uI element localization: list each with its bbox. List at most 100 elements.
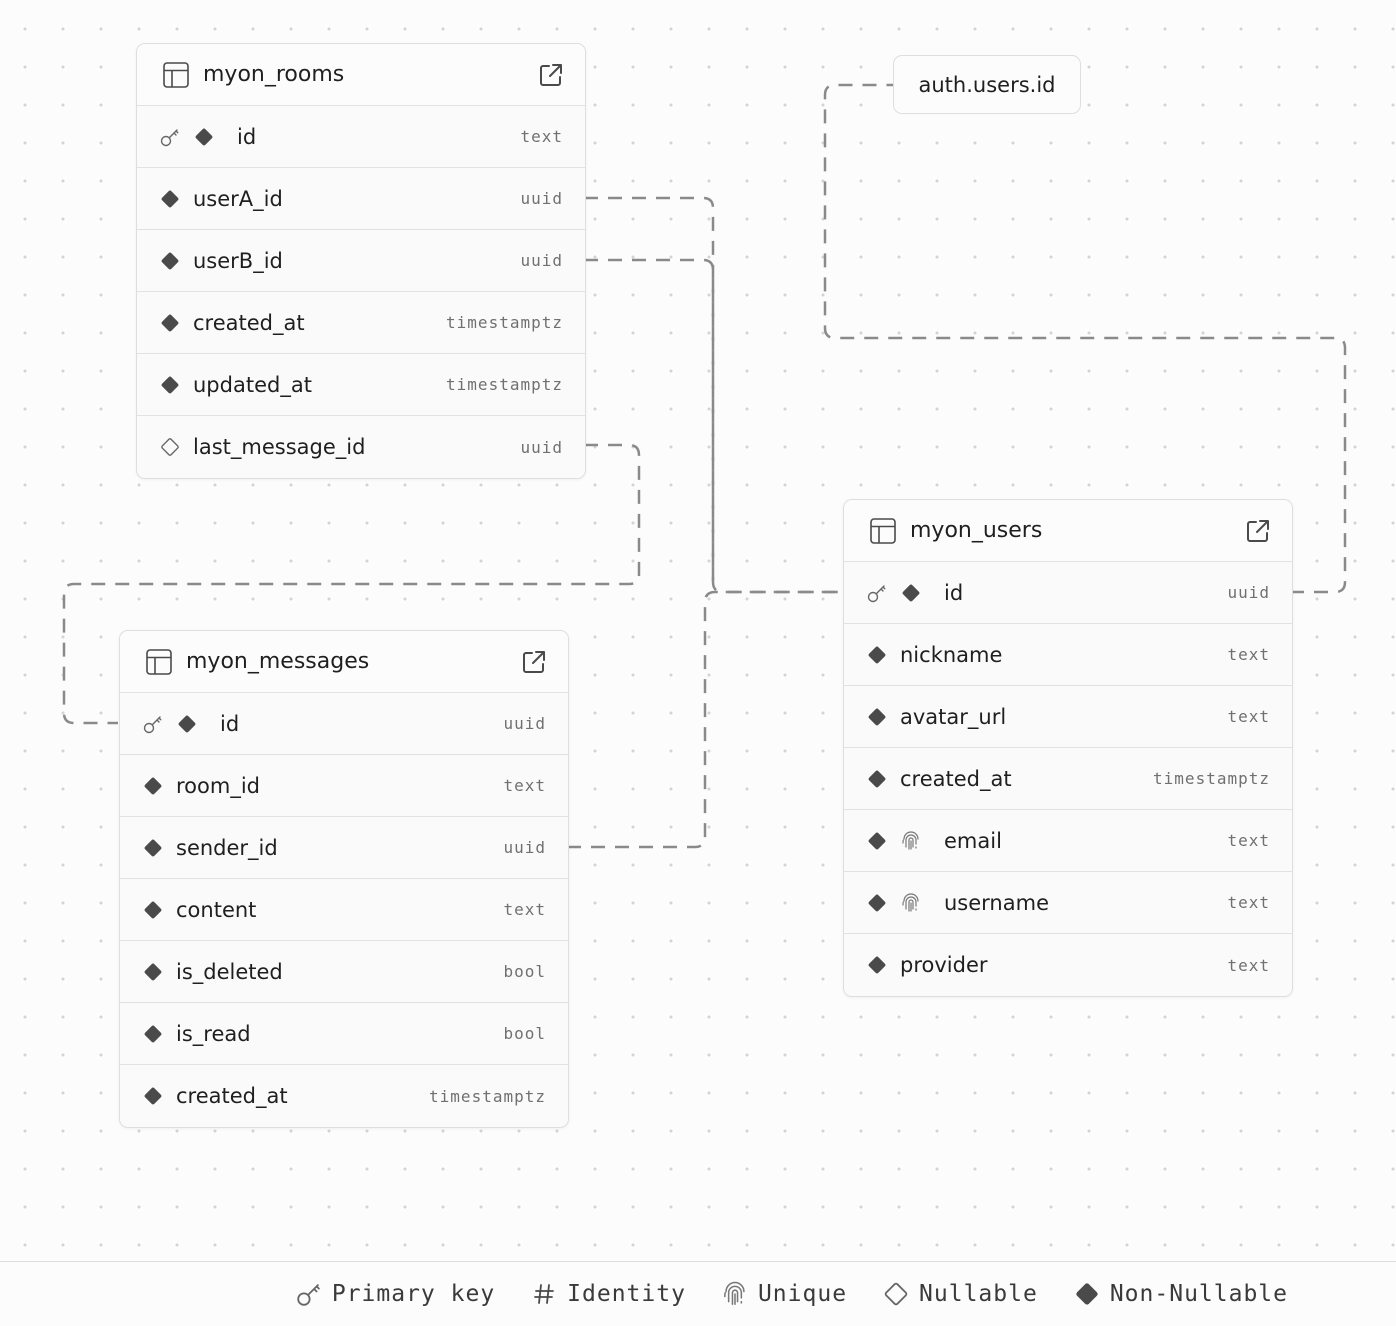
- open-external-icon[interactable]: [1244, 517, 1272, 545]
- column-type: text: [1227, 645, 1270, 664]
- open-external-icon[interactable]: [537, 61, 565, 89]
- column-row[interactable]: created_at timestamptz: [120, 1065, 568, 1127]
- column-name: created_at: [193, 310, 305, 335]
- open-external-icon[interactable]: [520, 648, 548, 676]
- column-row[interactable]: is_deleted bool: [120, 941, 568, 1003]
- table-icon: [144, 647, 174, 677]
- column-row[interactable]: userA_id uuid: [137, 168, 585, 230]
- column-row[interactable]: last_message_id uuid: [137, 416, 585, 478]
- legend-item: Identity: [529, 1279, 686, 1309]
- legend-item: Unique: [720, 1279, 847, 1309]
- column-row[interactable]: provider text: [844, 934, 1292, 996]
- diamond-outline-icon: [881, 1279, 911, 1309]
- column-row[interactable]: nickname text: [844, 624, 1292, 686]
- column-row[interactable]: room_id text: [120, 755, 568, 817]
- legend-label: Unique: [757, 1281, 848, 1307]
- diamond-filled-icon: [866, 892, 888, 914]
- external-ref-auth-users-id[interactable]: auth.users.id: [893, 55, 1081, 114]
- column-name: nickname: [900, 642, 1003, 667]
- diamond-filled-icon: [900, 582, 922, 604]
- table-name: myon_users: [910, 518, 1043, 543]
- column-name: room_id: [176, 773, 260, 798]
- column-type: text: [1227, 707, 1270, 726]
- column-name: userA_id: [193, 186, 283, 211]
- column-name: userB_id: [193, 248, 283, 273]
- column-type: text: [1227, 831, 1270, 850]
- column-name: is_deleted: [176, 959, 283, 984]
- column-type: timestamptz: [1153, 769, 1270, 788]
- diamond-filled-icon: [142, 899, 164, 921]
- column-row[interactable]: created_at timestamptz: [137, 292, 585, 354]
- diamond-filled-icon: [866, 830, 888, 852]
- column-type: bool: [503, 962, 546, 981]
- diamond-filled-icon: [866, 954, 888, 976]
- diamond-filled-icon: [142, 1023, 164, 1045]
- diamond-filled-icon: [866, 706, 888, 728]
- fingerprint-icon: [900, 892, 922, 914]
- column-type: text: [1227, 893, 1270, 912]
- column-name: avatar_url: [900, 704, 1007, 729]
- column-row[interactable]: content text: [120, 879, 568, 941]
- column-name: id: [944, 580, 964, 605]
- column-type: timestamptz: [446, 375, 563, 394]
- diamond-filled-icon: [1072, 1279, 1102, 1309]
- diamond-filled-icon: [159, 312, 181, 334]
- legend-label: Primary key: [331, 1281, 496, 1307]
- table-name: myon_messages: [186, 649, 370, 674]
- legend-item: Non-Nullable: [1072, 1279, 1288, 1309]
- column-row[interactable]: avatar_url text: [844, 686, 1292, 748]
- diamond-filled-icon: [142, 837, 164, 859]
- diamond-filled-icon: [866, 644, 888, 666]
- column-name: created_at: [176, 1084, 288, 1108]
- column-type: timestamptz: [429, 1086, 546, 1106]
- column-name: content: [176, 897, 257, 922]
- legend-label: Identity: [567, 1281, 686, 1307]
- column-type: text: [503, 900, 546, 919]
- column-row[interactable]: username text: [844, 872, 1292, 934]
- column-name: id: [220, 711, 240, 736]
- table-name: myon_rooms: [203, 62, 345, 87]
- table-icon: [161, 60, 191, 90]
- diamond-filled-icon: [193, 126, 215, 148]
- column-row[interactable]: email text: [844, 810, 1292, 872]
- column-type: uuid: [520, 251, 563, 270]
- fingerprint-icon: [720, 1279, 750, 1309]
- column-name: last_message_id: [193, 435, 366, 459]
- table-header: myon_users: [844, 500, 1292, 562]
- table-icon: [868, 516, 898, 546]
- edge-userB-to-users: [584, 258, 715, 582]
- diamond-filled-icon: [142, 775, 164, 797]
- column-row[interactable]: userB_id uuid: [137, 230, 585, 292]
- column-name: username: [944, 890, 1049, 915]
- column-type: uuid: [520, 189, 563, 208]
- column-type: uuid: [520, 437, 563, 457]
- column-name: email: [944, 828, 1002, 853]
- table-header: myon_rooms: [137, 44, 585, 106]
- diamond-filled-icon: [159, 188, 181, 210]
- column-type: text: [1227, 955, 1270, 975]
- key-icon: [294, 1279, 324, 1309]
- hash-icon: [529, 1279, 559, 1309]
- column-type: text: [520, 127, 563, 146]
- edge-sender-to-users: [567, 590, 842, 849]
- key-icon: [159, 126, 181, 148]
- column-type: text: [503, 776, 546, 795]
- column-name: provider: [900, 953, 988, 977]
- diamond-outline-icon: [159, 436, 181, 458]
- column-type: timestamptz: [446, 313, 563, 332]
